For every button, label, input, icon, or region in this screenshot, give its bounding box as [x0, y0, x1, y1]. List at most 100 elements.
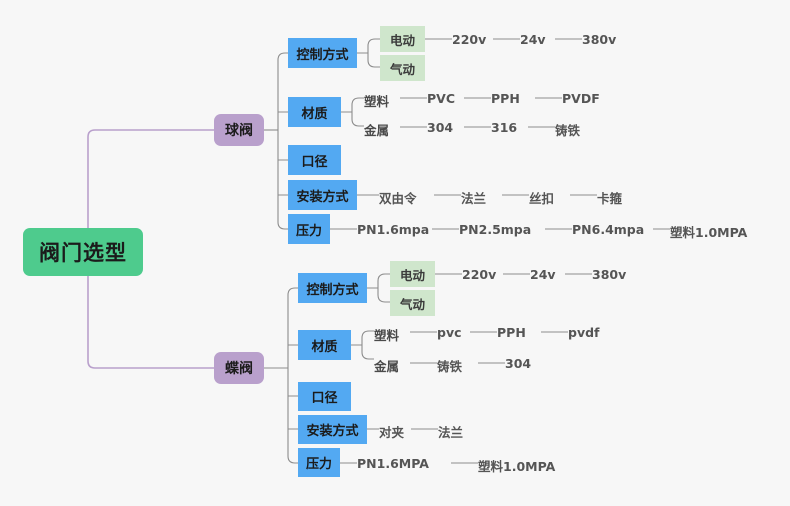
group-label: 塑料 [364, 94, 390, 109]
leaf-label: PVC [427, 91, 456, 106]
leaf-ball-metal-cast-iron[interactable]: 铸铁 [555, 120, 580, 139]
branch-node-ball-valve[interactable]: 球阀 [214, 114, 264, 146]
category-node-butterfly-install[interactable]: 安装方式 [298, 415, 367, 444]
leaf-label: pvdf [568, 325, 600, 340]
subtype-node-label: 气动 [399, 296, 425, 312]
leaf-ball-metal-304[interactable]: 304 [427, 120, 453, 135]
leaf-label: 卡箍 [597, 191, 623, 206]
leaf-label: 220v [452, 32, 487, 47]
category-node-butterfly-diameter[interactable]: 口径 [298, 382, 351, 411]
category-node-label: 控制方式 [306, 282, 359, 298]
category-node-ball-diameter[interactable]: 口径 [288, 145, 341, 175]
leaf-ball-install-union[interactable]: 双由令 [379, 188, 417, 207]
root-node-label: 阀门选型 [39, 241, 127, 265]
category-node-ball-install[interactable]: 安装方式 [288, 180, 357, 210]
category-node-label: 口径 [301, 154, 328, 170]
group-label-butterfly-plastic[interactable]: 塑料 [374, 325, 399, 344]
leaf-butterfly-metal-cast-iron[interactable]: 铸铁 [437, 356, 462, 375]
leaf-ball-plastic-pph[interactable]: PPH [491, 91, 520, 106]
group-label: 金属 [374, 359, 400, 374]
category-node-label: 压力 [306, 457, 333, 472]
leaf-label: 对夹 [379, 425, 405, 440]
category-node-label: 口径 [311, 391, 338, 406]
leaf-butterfly-install-wafer[interactable]: 对夹 [379, 422, 404, 441]
leaf-label: 铸铁 [437, 359, 463, 374]
leaf-label: 380v [582, 32, 617, 47]
leaf-label: 304 [505, 356, 532, 371]
category-node-label: 压力 [296, 223, 323, 239]
leaf-ball-plastic-pvdf[interactable]: PVDF [562, 91, 600, 106]
ball-control-subtype-links [357, 38, 380, 68]
leaf-label: 24v [530, 267, 556, 282]
leaf-label: 304 [427, 120, 454, 135]
leaf-butterfly-electric-24v[interactable]: 24v [530, 267, 556, 282]
leaf-label: 380v [592, 267, 627, 282]
leaf-label: 法兰 [461, 191, 487, 206]
category-node-ball-pressure[interactable]: 压力 [288, 214, 330, 244]
category-node-ball-control[interactable]: 控制方式 [288, 38, 357, 68]
subtype-node-label: 电动 [399, 267, 425, 283]
subtype-node-label: 电动 [389, 32, 415, 48]
leaf-label: PPH [497, 325, 526, 340]
leaf-butterfly-pressure-plastic10[interactable]: 塑料1.0MPA [478, 456, 555, 475]
ball-valve-branch-links [277, 52, 288, 230]
leaf-label: 法兰 [438, 425, 464, 440]
leaf-butterfly-electric-220v[interactable]: 220v [462, 267, 496, 282]
leaf-label: PPH [491, 91, 520, 106]
leaf-label: PVDF [562, 91, 600, 106]
leaf-butterfly-electric-380v[interactable]: 380v [592, 267, 626, 282]
group-label: 金属 [364, 123, 390, 138]
leaf-label: 铸铁 [555, 123, 581, 138]
leaf-label: PN6.4mpa [572, 222, 645, 237]
leaf-label: 24v [520, 32, 546, 47]
leaf-ball-electric-220v[interactable]: 220v [452, 32, 486, 47]
leaf-ball-pressure-pn64[interactable]: PN6.4mpa [572, 222, 644, 237]
leaf-label: 316 [491, 120, 518, 135]
category-node-label: 材质 [311, 339, 338, 355]
category-node-label: 材质 [301, 106, 328, 122]
group-label-butterfly-metal[interactable]: 金属 [374, 356, 399, 375]
category-node-label: 控制方式 [296, 47, 349, 63]
ball-material-group-links [341, 97, 364, 127]
leaf-ball-pressure-plastic10[interactable]: 塑料1.0MPA [670, 222, 747, 241]
category-node-butterfly-material[interactable]: 材质 [298, 330, 351, 360]
subtype-node-butterfly-electric[interactable]: 电动 [390, 261, 435, 287]
leaf-butterfly-plastic-pvdf[interactable]: pvdf [568, 325, 599, 340]
subtype-node-label: 气动 [389, 61, 415, 77]
leaf-ball-pressure-pn16[interactable]: PN1.6mpa [357, 222, 429, 237]
subtype-node-butterfly-pneumatic[interactable]: 气动 [390, 290, 435, 316]
category-node-butterfly-pressure[interactable]: 压力 [298, 448, 340, 477]
leaf-ball-install-clamp[interactable]: 卡箍 [597, 188, 622, 207]
leaf-label: 双由令 [379, 191, 417, 206]
leaf-butterfly-install-flange[interactable]: 法兰 [438, 422, 463, 441]
leaf-ball-install-thread[interactable]: 丝扣 [529, 188, 554, 207]
butterfly-control-subtype-links [367, 273, 390, 303]
leaf-butterfly-metal-304[interactable]: 304 [505, 356, 531, 371]
leaf-label: PN1.6MPA [357, 456, 429, 471]
subtype-node-ball-electric[interactable]: 电动 [380, 26, 425, 52]
leaf-ball-electric-380v[interactable]: 380v [582, 32, 616, 47]
leaf-label: 塑料1.0MPA [670, 225, 748, 240]
leaf-label: 220v [462, 267, 497, 282]
leaf-ball-install-flange[interactable]: 法兰 [461, 188, 486, 207]
leaf-butterfly-pressure-pn16[interactable]: PN1.6MPA [357, 456, 429, 471]
butterfly-valve-branch-links [287, 287, 298, 464]
leaf-ball-metal-316[interactable]: 316 [491, 120, 517, 135]
branch-node-butterfly-valve[interactable]: 蝶阀 [214, 352, 264, 384]
leaf-label: 塑料1.0MPA [478, 459, 556, 474]
leaf-label: PN1.6mpa [357, 222, 430, 237]
category-node-butterfly-control[interactable]: 控制方式 [298, 273, 367, 303]
root-node[interactable]: 阀门选型 [23, 228, 143, 276]
group-label-ball-plastic[interactable]: 塑料 [364, 91, 389, 110]
group-label-ball-metal[interactable]: 金属 [364, 120, 389, 139]
butterfly-material-group-links [351, 330, 374, 360]
category-node-ball-material[interactable]: 材质 [288, 97, 341, 127]
subtype-node-ball-pneumatic[interactable]: 气动 [380, 55, 425, 81]
leaf-ball-electric-24v[interactable]: 24v [520, 32, 546, 47]
branch-node-label: 蝶阀 [225, 361, 253, 377]
leaf-butterfly-plastic-pvc[interactable]: pvc [437, 325, 462, 340]
leaf-butterfly-plastic-pph[interactable]: PPH [497, 325, 526, 340]
leaf-ball-plastic-pvc[interactable]: PVC [427, 91, 455, 106]
leaf-ball-pressure-pn25[interactable]: PN2.5mpa [459, 222, 531, 237]
